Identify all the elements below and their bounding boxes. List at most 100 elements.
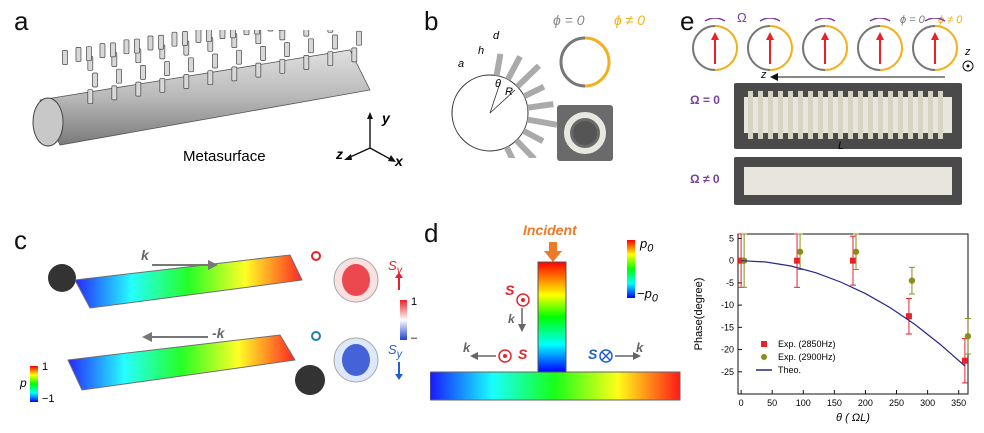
x-tick-label: 350 [951,398,966,408]
x-axis-label: θ ( ΩL) [836,412,870,424]
ring-left [857,25,881,71]
data-point-2850 [850,257,856,264]
unit-cell-photo [557,105,613,161]
spoke [515,63,541,89]
peg [267,30,274,32]
photo-tooth [938,91,943,139]
dim-d: d [493,30,500,42]
y-tick-label: -25 [721,367,734,377]
photo-tooth [848,91,853,139]
peg [207,70,214,86]
photo-z-label: z [761,69,767,81]
field-simulation-forward [48,254,303,309]
spoke [503,145,516,158]
photo-top-label: Ω = 0 [690,93,720,107]
legend-label: Exp. (2850Hz) [778,339,836,349]
ring-left [802,25,826,71]
peg [255,62,262,78]
panel-c-label: c [14,225,27,255]
peg [279,30,286,41]
wave-vector-k: k [141,247,149,263]
panel-e-label: e [680,6,695,36]
peg [303,55,310,70]
peg [188,57,194,73]
peg [183,74,190,89]
colorbar-p [30,366,38,402]
peg [260,46,266,61]
series-line-theo [741,260,966,367]
arrow-up-red [395,272,403,290]
phi-nonzero-label: ϕ ≠ 0 [614,12,646,28]
colorbar-sy-min: – [411,332,418,344]
peg [219,30,226,39]
peg [158,34,164,50]
photo-omega-zero [734,83,962,149]
incident-arrow [544,242,562,262]
t-junction-field [430,261,681,401]
cross-section-blue [333,337,379,383]
rotation-arrow [704,18,726,22]
peg [351,47,358,63]
data-point-2900 [908,277,916,284]
spin-sy-down: Sy [388,342,403,361]
data-point-2900 [796,248,804,255]
spoke [505,55,523,81]
axis-y-label: y [382,110,390,126]
spin-out-icon-top [516,293,530,307]
photo-tooth [748,91,753,139]
arrow-forward [152,260,218,270]
peg [171,31,178,47]
spoke [527,101,554,111]
dim-h: h [478,45,485,57]
x-tick-label: 0 [739,398,744,408]
z-arrow [770,73,945,81]
peg [135,81,142,97]
peg [332,34,338,50]
spin-arrowhead [766,32,774,40]
wave-vector-k-down: k [508,312,515,326]
panel-b-label: b [424,6,439,36]
ring-right [714,25,738,71]
colorbar-p0-max: p0 [640,236,654,255]
peg [159,77,166,93]
x-tick-label: 300 [920,398,935,408]
marker-red [311,251,321,261]
phase-ring [559,36,611,88]
photo-tooth [798,91,803,139]
peg [195,30,202,43]
e-axis-z: z [965,46,971,58]
peg [236,49,242,65]
peg [327,30,334,33]
arrow-backward [142,332,208,342]
y-tick-label: -20 [721,345,734,355]
spoke [522,128,545,144]
marker-blue [311,331,321,341]
ring-left [912,25,936,71]
rotation-sequence [692,18,958,71]
peg [99,43,106,58]
wave-vector-minus-k: -k [212,325,225,341]
photo-tooth [828,91,833,139]
panel-d-label: d [424,218,439,248]
ring-right [824,25,848,71]
x-tick-label: 50 [767,398,777,408]
data-point-2850 [905,313,912,320]
panel-a-label: a [14,6,29,36]
spin-s-right: S [588,346,598,362]
y-tick-label: 5 [729,233,734,243]
dim-theta: θ [495,78,501,90]
data-point-2900 [852,248,860,255]
rotation-arrow [814,18,836,22]
photo-tooth [758,91,763,139]
arrow-down-blue [395,362,403,380]
peg [123,39,130,55]
x-tick-label: 100 [796,398,811,408]
data-point-2900 [964,333,972,340]
photo-bottom-label: Ω ≠ 0 [690,172,720,186]
peg [231,66,238,82]
spoke [522,84,546,100]
peg [134,38,140,54]
photo-tooth [898,91,903,139]
cross-section-red [333,257,379,303]
ring-right [769,25,793,71]
